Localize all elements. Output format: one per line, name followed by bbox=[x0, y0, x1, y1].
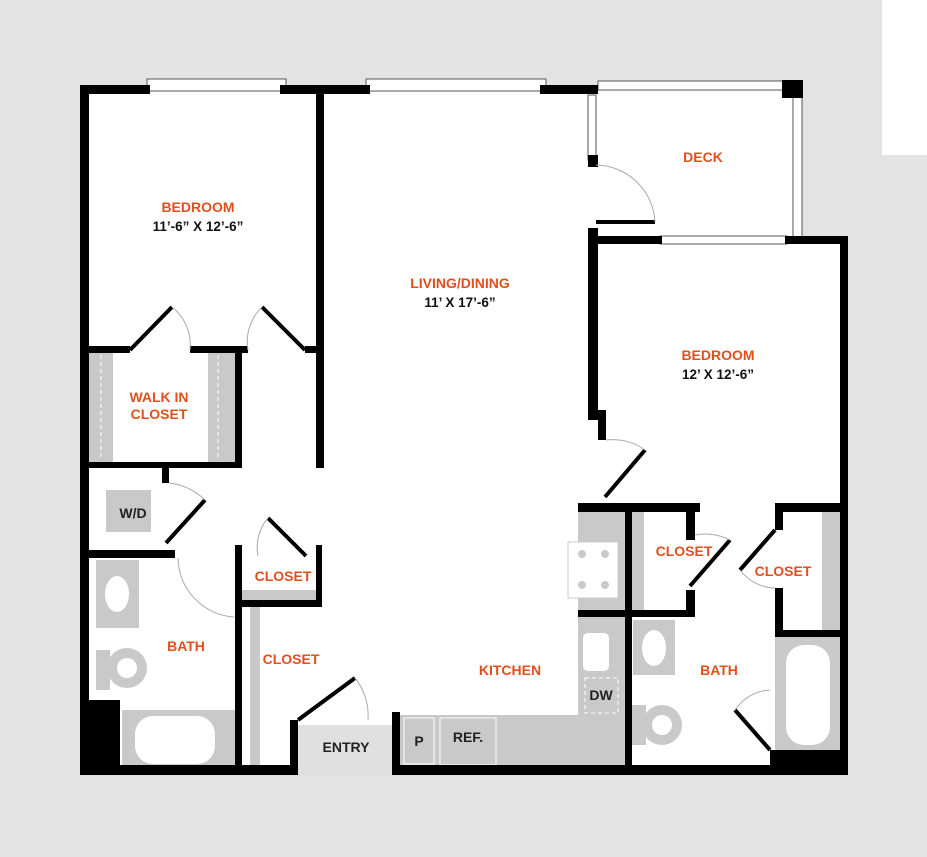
wd-label: W/D bbox=[119, 505, 146, 521]
pantry bbox=[403, 717, 435, 765]
stove bbox=[567, 541, 619, 599]
walkin-label-2: CLOSET bbox=[131, 406, 188, 422]
closet-b2b-shelf bbox=[822, 512, 840, 630]
bedroom1-label: BEDROOM bbox=[161, 199, 234, 215]
pantry-label: P bbox=[414, 733, 423, 749]
closet-small-shelf bbox=[242, 590, 316, 600]
hall-closet-shelf bbox=[250, 607, 260, 765]
washer-dryer bbox=[106, 490, 151, 532]
bath2-toilet bbox=[652, 715, 672, 735]
closet-b2b-label: CLOSET bbox=[755, 563, 812, 579]
entry-floor bbox=[298, 725, 392, 775]
kitchen-label: KITCHEN bbox=[479, 662, 541, 678]
bath1-label: BATH bbox=[167, 638, 205, 654]
bedroom1-size: 11’-6” X 12’-6” bbox=[153, 219, 244, 234]
walkin-label-1: WALK IN bbox=[129, 389, 188, 405]
living-size: 11’ X 17’-6” bbox=[424, 295, 495, 310]
walkin-shelf-right bbox=[208, 353, 235, 462]
walls bbox=[80, 80, 848, 775]
bath1-sink bbox=[105, 576, 129, 612]
deck-label: DECK bbox=[683, 149, 723, 165]
closet-hall-label: CLOSET bbox=[263, 651, 320, 667]
dishwasher bbox=[584, 677, 619, 714]
living-label: LIVING/DINING bbox=[410, 275, 510, 291]
bedroom2-size: 12’ X 12’-6” bbox=[682, 367, 754, 382]
dw-label: DW bbox=[589, 687, 613, 703]
bath2-toilet-tank bbox=[632, 705, 646, 745]
background-notch bbox=[882, 0, 927, 155]
windows bbox=[146, 78, 803, 245]
bedroom2-label: BEDROOM bbox=[681, 347, 754, 363]
bath2-sink bbox=[642, 630, 666, 666]
kitchen-sink bbox=[583, 633, 609, 671]
fixtures bbox=[89, 353, 840, 766]
bath2-label: BATH bbox=[700, 662, 738, 678]
closet-b2a-label: CLOSET bbox=[656, 543, 713, 559]
bath1-toilet bbox=[117, 658, 137, 678]
entry-label[interactable]: ENTRY bbox=[323, 739, 371, 755]
refrigerator bbox=[439, 717, 497, 766]
doors[interactable] bbox=[128, 164, 777, 752]
kitchen-counter-bottom bbox=[400, 715, 625, 765]
closet-small-label: CLOSET bbox=[255, 568, 312, 584]
ref-label: REF. bbox=[453, 729, 483, 745]
bath1-toilet-tank bbox=[96, 650, 110, 690]
closet-b2a-shelf bbox=[632, 512, 644, 610]
